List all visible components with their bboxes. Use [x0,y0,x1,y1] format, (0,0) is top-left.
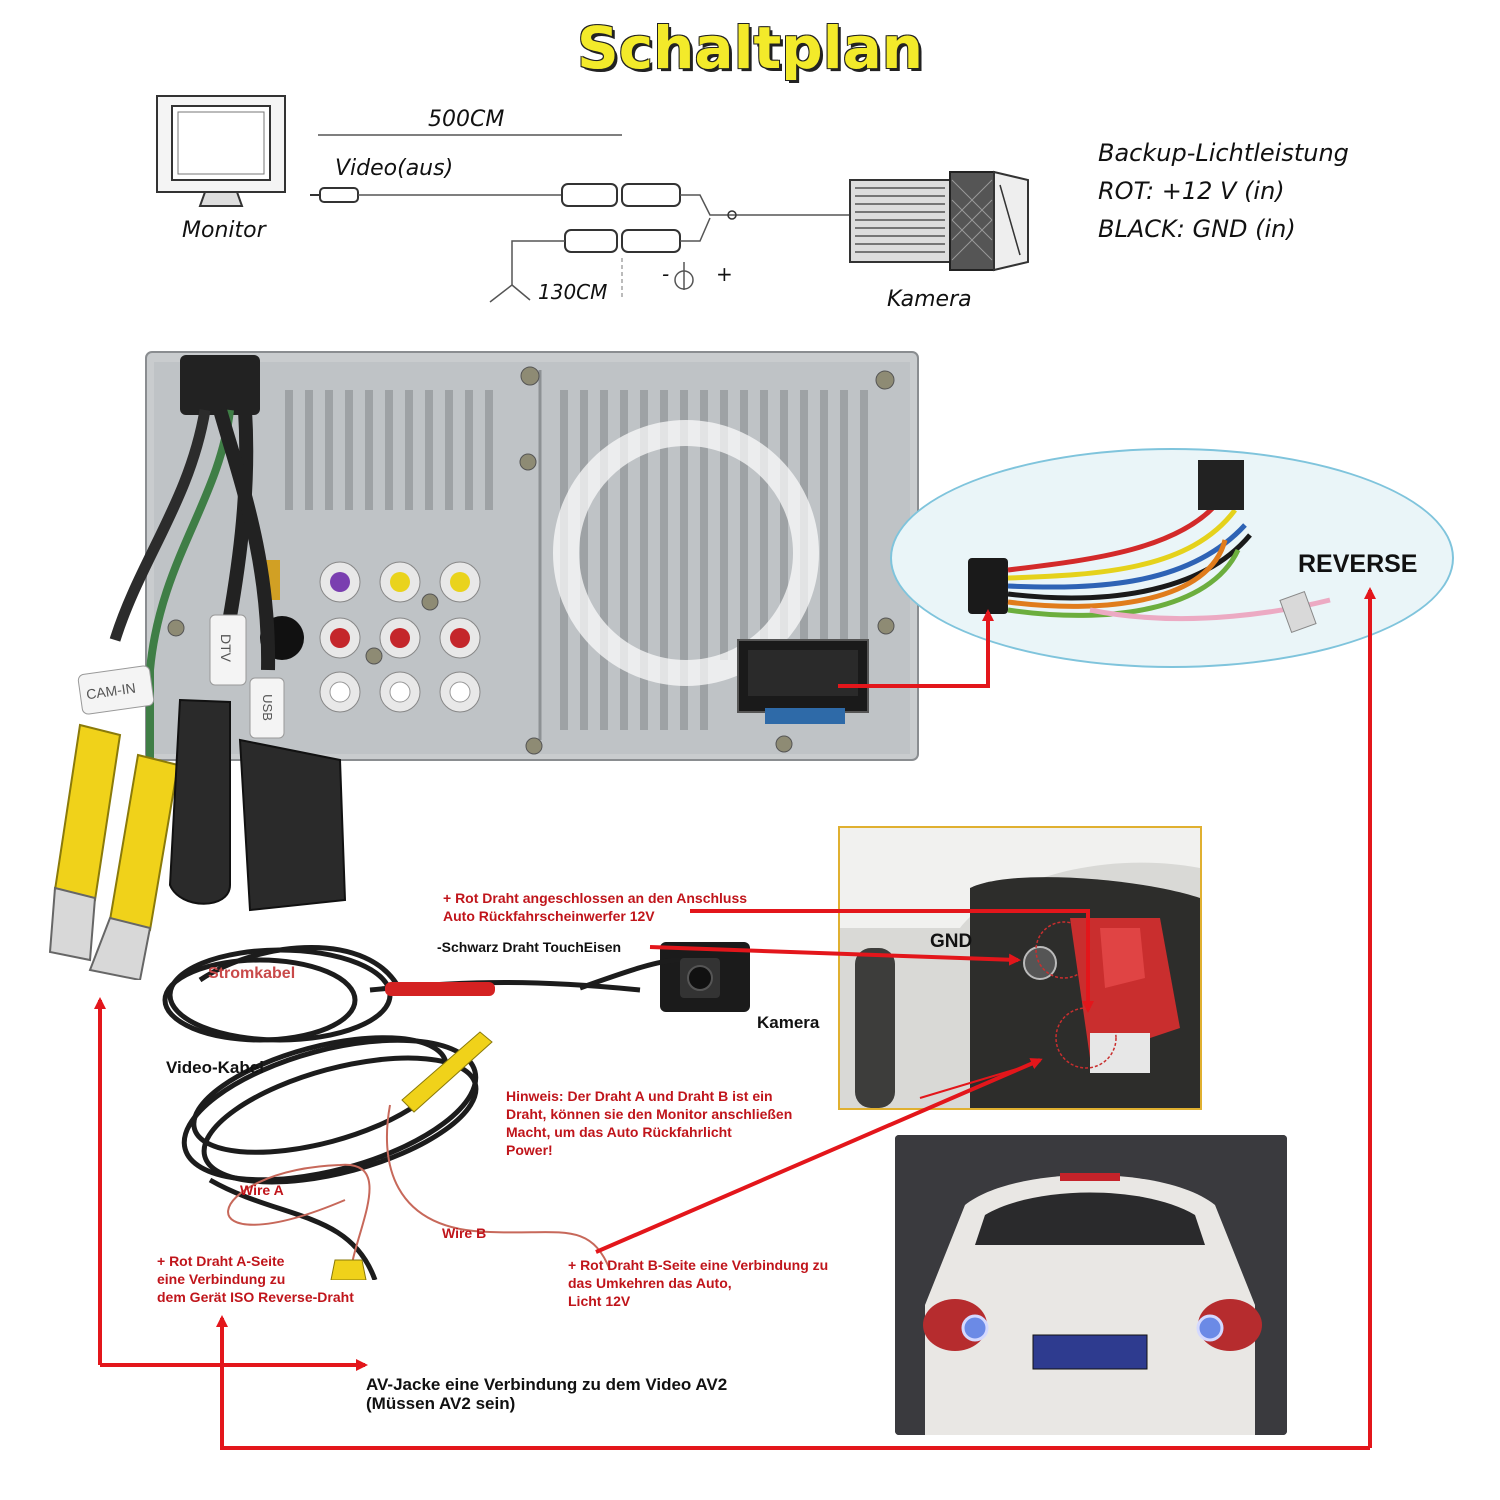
kit-camera-label: Kamera [757,1013,820,1032]
kit-camera-icon [660,942,750,1012]
head-unit-rear-panel [48,351,919,980]
yellow-rca-connector-left [48,723,122,962]
bumper-photo [838,826,1202,1110]
video-out-label: Video(aus) [335,156,454,181]
wire-hint-note: Hinweis: Der Draht A und Draht B ist ein… [506,1088,793,1158]
backup-spec-heading: Backup-Lichtleistung [1098,139,1349,167]
backup-spec: Backup-Lichtleistung ROT: +12 V (in) BLA… [1098,134,1349,248]
backup-spec-red: ROT: +12 V (in) [1098,177,1285,205]
video-connector [401,1031,493,1113]
iso-harness-drawing [968,460,1331,634]
backup-spec-black: BLACK: GND (in) [1098,215,1296,243]
monitor-label: Monitor [182,218,266,243]
arrow-black-wire [649,945,1021,966]
length-500-label: 500CM [428,107,505,132]
watermark-logo [553,420,819,686]
car-rear-photo [895,1135,1287,1435]
rear-camera-icon [849,170,1029,272]
wire-a-label: Wire A [240,1182,284,1198]
monitor-icon [156,95,286,207]
video-cable-label: Video-Kabel [166,1058,264,1077]
arrow-hint-pointer [919,1064,1031,1099]
minus-sign: - [662,262,670,286]
black-wire-note: -Schwarz Draht TouchEisen [437,939,622,955]
iso-socket [737,639,869,724]
arrow-bottom-loop [216,1315,1370,1450]
gnd-label: GND [930,931,973,952]
yellow-rca-connector-right [88,753,180,980]
black-av-plug [168,698,231,905]
usb-plug [238,738,347,912]
av-jack-note: AV-Jacke eine Verbindung zu dem Video AV… [366,1375,728,1413]
arrow-red-wire [690,909,1094,1013]
camera-schematic [156,95,1029,303]
plus-sign: + [716,262,733,286]
power-connector [385,982,495,996]
camera-label: Kamera [887,287,972,312]
rca-jack-grid [319,561,481,713]
camera-kit-drawing [162,942,750,1280]
red-wire-note: + Rot Draht angeschlossen an den Anschlu… [443,890,748,924]
length-130-label: 130CM [538,280,608,304]
arrow-iso-to-harness [838,609,994,688]
wire-b-label: Wire B [442,1225,487,1241]
wire-a-note: + Rot Draht A-Seite eine Verbindung zu d… [157,1253,354,1305]
power-cable-label: Stromkabel [208,965,296,982]
page-title: Schaltplan [576,14,924,82]
wire-b-note: + Rot Draht B-Seite eine Verbindung zu d… [568,1257,829,1309]
rca-coupler-bottom [564,229,681,253]
arrow-wire-b [595,1058,1043,1254]
rca-coupler-top [561,183,681,207]
reverse-label: REVERSE [1298,550,1418,578]
